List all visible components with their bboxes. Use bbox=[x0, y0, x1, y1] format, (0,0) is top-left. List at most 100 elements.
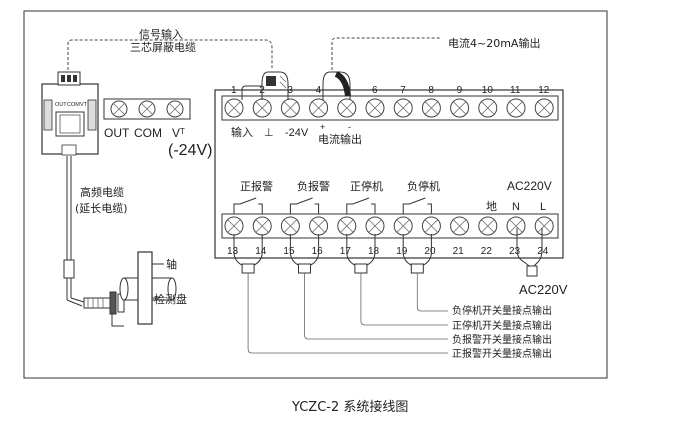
relay-label-neg-alarm: 负报警 bbox=[297, 179, 330, 193]
relay-cable-2 bbox=[346, 234, 376, 274]
relay-contact-3 bbox=[346, 197, 376, 217]
neg24-label: -24V bbox=[285, 127, 309, 139]
bottom-terminal-number-23: 23 bbox=[509, 246, 521, 257]
top-terminal-number-8: 8 bbox=[428, 85, 434, 96]
bottom-terminal-number-13: 13 bbox=[227, 246, 239, 257]
top-terminal-8 bbox=[421, 98, 441, 118]
bottom-terminal-number-21: 21 bbox=[453, 246, 465, 257]
top-terminal-11 bbox=[506, 98, 526, 118]
svg-text:COM: COM bbox=[67, 102, 80, 108]
bottom-terminal-19 bbox=[393, 216, 413, 236]
sensor-vt-subscript: T bbox=[180, 127, 185, 136]
output-line-3 bbox=[304, 273, 448, 340]
output-line-2 bbox=[360, 273, 448, 326]
output-neg-stop: 负停机开关量接点输出 bbox=[452, 304, 552, 317]
bottom-terminal-number-16: 16 bbox=[312, 246, 324, 257]
probe-assembly bbox=[83, 291, 125, 327]
current-output-label: 电流4~20mA输出 bbox=[448, 36, 540, 50]
current-output-line bbox=[331, 37, 440, 70]
bottom-terminal-16 bbox=[309, 216, 329, 236]
output-neg-alarm: 负报警开关量接点输出 bbox=[452, 333, 552, 346]
bottom-terminal-number-15: 15 bbox=[283, 246, 295, 257]
sensor-terminal-block bbox=[103, 98, 191, 120]
top-terminal-number-1: 1 bbox=[231, 85, 237, 96]
signal-cable-line bbox=[67, 39, 273, 80]
top-terminal-number-6: 6 bbox=[372, 85, 378, 96]
top-terminal-10 bbox=[478, 98, 498, 118]
bottom-terminal-20 bbox=[421, 216, 441, 236]
plus-label: + bbox=[320, 122, 325, 132]
detection-disk bbox=[137, 251, 153, 325]
current-out-terminal-label: 电流输出 bbox=[318, 132, 362, 146]
hf-cable bbox=[63, 156, 85, 307]
l-label: L bbox=[540, 201, 546, 213]
bottom-terminal-number-19: 19 bbox=[396, 246, 408, 257]
top-terminal-number-10: 10 bbox=[482, 85, 494, 96]
ac-bottom-label: AC220V bbox=[519, 282, 568, 297]
signal-cable-terminals bbox=[241, 71, 289, 100]
top-terminal-3 bbox=[280, 98, 300, 118]
top-terminal-number-4: 4 bbox=[316, 85, 322, 96]
top-terminal-2 bbox=[252, 98, 272, 118]
input-label: 输入 bbox=[231, 125, 253, 139]
svg-text:OUT: OUT bbox=[55, 102, 67, 108]
n-label: N bbox=[512, 201, 520, 213]
bottom-terminal-21 bbox=[450, 216, 470, 236]
sensor-vt-label: V bbox=[172, 126, 180, 140]
bottom-terminal-22 bbox=[478, 216, 498, 236]
ac-power-cable bbox=[516, 228, 543, 277]
signal-input-label: 信号输入 bbox=[139, 27, 183, 41]
bottom-terminal-number-24: 24 bbox=[537, 246, 549, 257]
bottom-terminal-24 bbox=[534, 216, 554, 236]
sensor-com-label: COM bbox=[134, 126, 162, 140]
minus-label: - bbox=[348, 122, 351, 132]
top-terminal-6 bbox=[365, 98, 385, 118]
bottom-terminal-number-22: 22 bbox=[481, 246, 493, 257]
bottom-terminal-17 bbox=[337, 216, 357, 236]
relay-label-pos-alarm: 正报警 bbox=[240, 179, 273, 193]
hf-cable-sublabel: (延长电缆) bbox=[75, 202, 128, 215]
top-terminal-number-9: 9 bbox=[457, 85, 463, 96]
shaft bbox=[119, 277, 177, 301]
bottom-terminal-13 bbox=[224, 216, 244, 236]
relay-contact-1 bbox=[233, 197, 263, 217]
power-title: AC220V bbox=[507, 179, 552, 193]
current-output-cable bbox=[322, 71, 351, 100]
top-terminal-9 bbox=[450, 98, 470, 118]
sensor-voltage-label: (-24V) bbox=[168, 142, 212, 159]
disk-label: 检测盘 bbox=[154, 292, 187, 306]
shielded-cable-label: 三芯屏蔽电缆 bbox=[130, 40, 196, 54]
top-terminal-number-12: 12 bbox=[538, 85, 550, 96]
top-terminal-12 bbox=[534, 98, 554, 118]
relay-label-neg-stop: 负停机 bbox=[407, 179, 440, 193]
output-line-1 bbox=[416, 273, 448, 312]
sensor-module: OUT COM VT bbox=[41, 71, 99, 156]
ground-label: ⊥ bbox=[264, 126, 274, 139]
bottom-terminal-number-14: 14 bbox=[255, 246, 267, 257]
top-terminal-1 bbox=[224, 98, 244, 118]
hf-cable-label: 高频电缆 bbox=[80, 185, 124, 199]
sensor-out-label: OUT bbox=[104, 126, 130, 140]
top-terminal-number-11: 11 bbox=[510, 85, 521, 96]
bottom-terminal-number-18: 18 bbox=[368, 246, 380, 257]
bottom-terminal-strip bbox=[221, 213, 559, 239]
top-terminal-4 bbox=[309, 98, 329, 118]
bottom-terminal-23 bbox=[506, 216, 526, 236]
relay-contact-2 bbox=[289, 197, 320, 217]
output-line-4 bbox=[247, 273, 448, 354]
diagram-frame bbox=[23, 10, 608, 379]
svg-text:VT: VT bbox=[80, 102, 88, 108]
bottom-terminal-14 bbox=[252, 216, 272, 236]
relay-label-pos-stop: 正停机 bbox=[350, 179, 383, 193]
bottom-terminal-number-17: 17 bbox=[340, 246, 352, 257]
output-pos-alarm: 正报警开关量接点输出 bbox=[452, 347, 552, 360]
bottom-terminal-number-20: 20 bbox=[424, 246, 436, 257]
earth-label: 地 bbox=[486, 200, 497, 213]
top-terminal-number-3: 3 bbox=[287, 85, 293, 96]
output-pos-stop: 正停机开关量接点输出 bbox=[452, 319, 552, 332]
figure-caption: YCZC-2 系统接线图 bbox=[291, 399, 408, 415]
shaft-label: 轴 bbox=[166, 257, 177, 271]
top-terminal-strip bbox=[221, 95, 559, 121]
top-terminal-7 bbox=[393, 98, 413, 118]
